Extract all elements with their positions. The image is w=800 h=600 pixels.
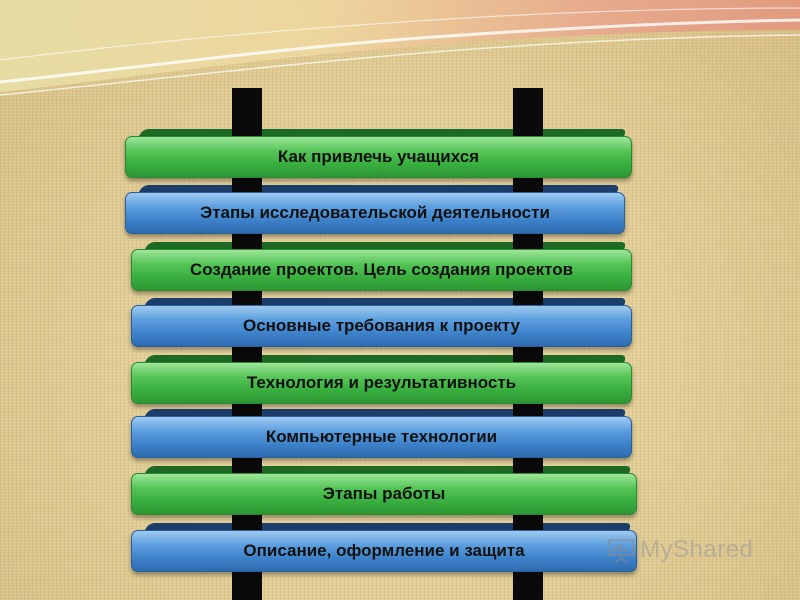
- ladder-step-3-label: Создание проектов. Цель создания проекто…: [189, 260, 574, 279]
- ladder-step-7: Этапы работы: [131, 473, 637, 515]
- ladder-step-4-label: Основные требования к проекту: [242, 316, 521, 335]
- ladder-step-3: Создание проектов. Цель создания проекто…: [131, 249, 632, 291]
- decorative-top-swoosh: [0, 0, 800, 96]
- ladder-step-8: Описание, оформление и защита: [131, 530, 637, 572]
- watermark-text: MyShared: [640, 536, 754, 563]
- ladder-step-5: Технология и результативность: [131, 362, 632, 404]
- ladder-step-6-label: Компьютерные технологии: [265, 427, 498, 446]
- ladder-step-1-label: Как привлечь учащихся: [277, 147, 480, 166]
- watermark: MyShared: [606, 536, 753, 564]
- ladder-step-2: Этапы исследовательской деятельности: [125, 192, 625, 234]
- ladder-step-8-label: Описание, оформление и защита: [243, 541, 525, 560]
- ladder-step-4: Основные требования к проекту: [131, 305, 632, 347]
- ladder-step-7-label: Этапы работы: [322, 484, 446, 503]
- ladder-step-2-label: Этапы исследовательской деятельности: [200, 203, 550, 222]
- ladder-step-5-label: Технология и результативность: [246, 373, 517, 392]
- presentation-board-icon: [607, 539, 635, 564]
- ladder-step-1: Как привлечь учащихся: [125, 136, 632, 178]
- ladder-step-6: Компьютерные технологии: [131, 416, 632, 458]
